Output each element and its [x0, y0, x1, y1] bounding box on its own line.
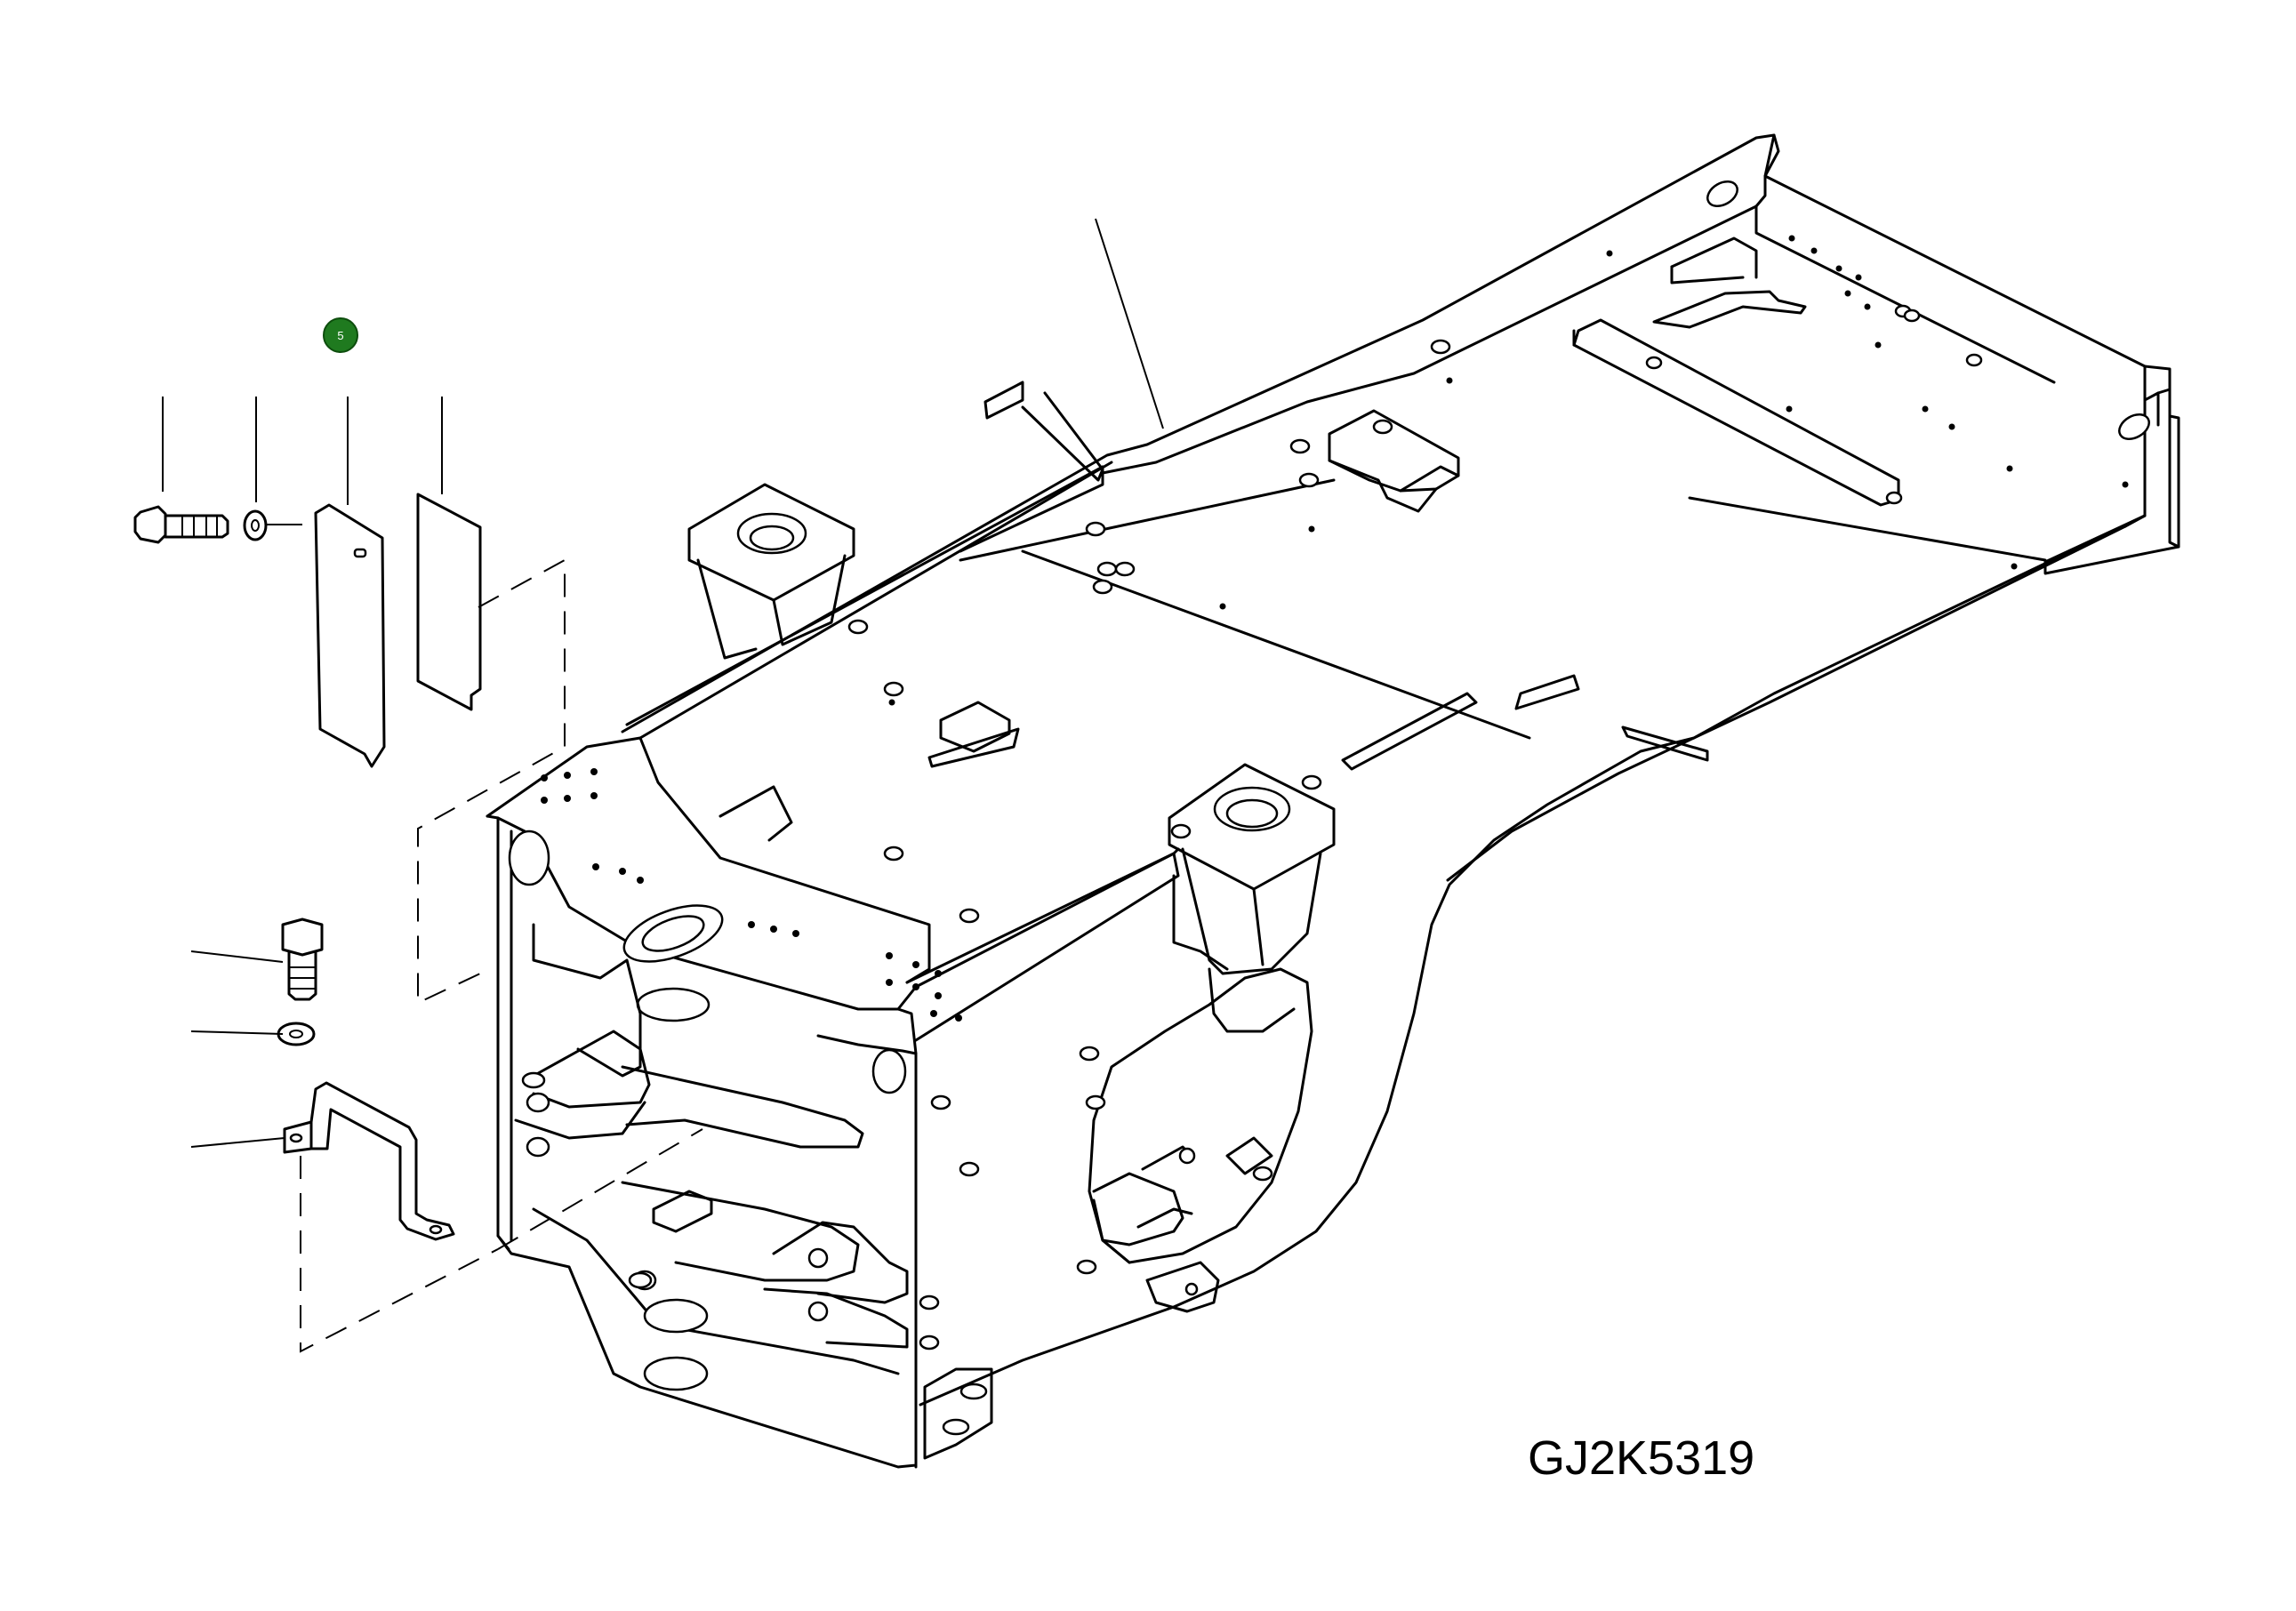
- hardware-top: [133, 493, 482, 768]
- rivet-dots: [888, 235, 2129, 706]
- assembly-guides: [300, 558, 703, 1353]
- callout-marker[interactable]: [323, 317, 358, 353]
- leader-lines: [162, 218, 1164, 1148]
- callout-number: 5: [337, 329, 343, 342]
- top-plate-dots: [541, 768, 962, 1022]
- studs: [521, 304, 1983, 1351]
- main-frame: [486, 133, 2180, 1469]
- callout-5[interactable]: 5: [323, 317, 358, 353]
- top-plate-holes: [622, 904, 724, 1022]
- hardware-bottom: [277, 918, 455, 1241]
- drawing-id-label: GJ2K5319: [1528, 1431, 1754, 1485]
